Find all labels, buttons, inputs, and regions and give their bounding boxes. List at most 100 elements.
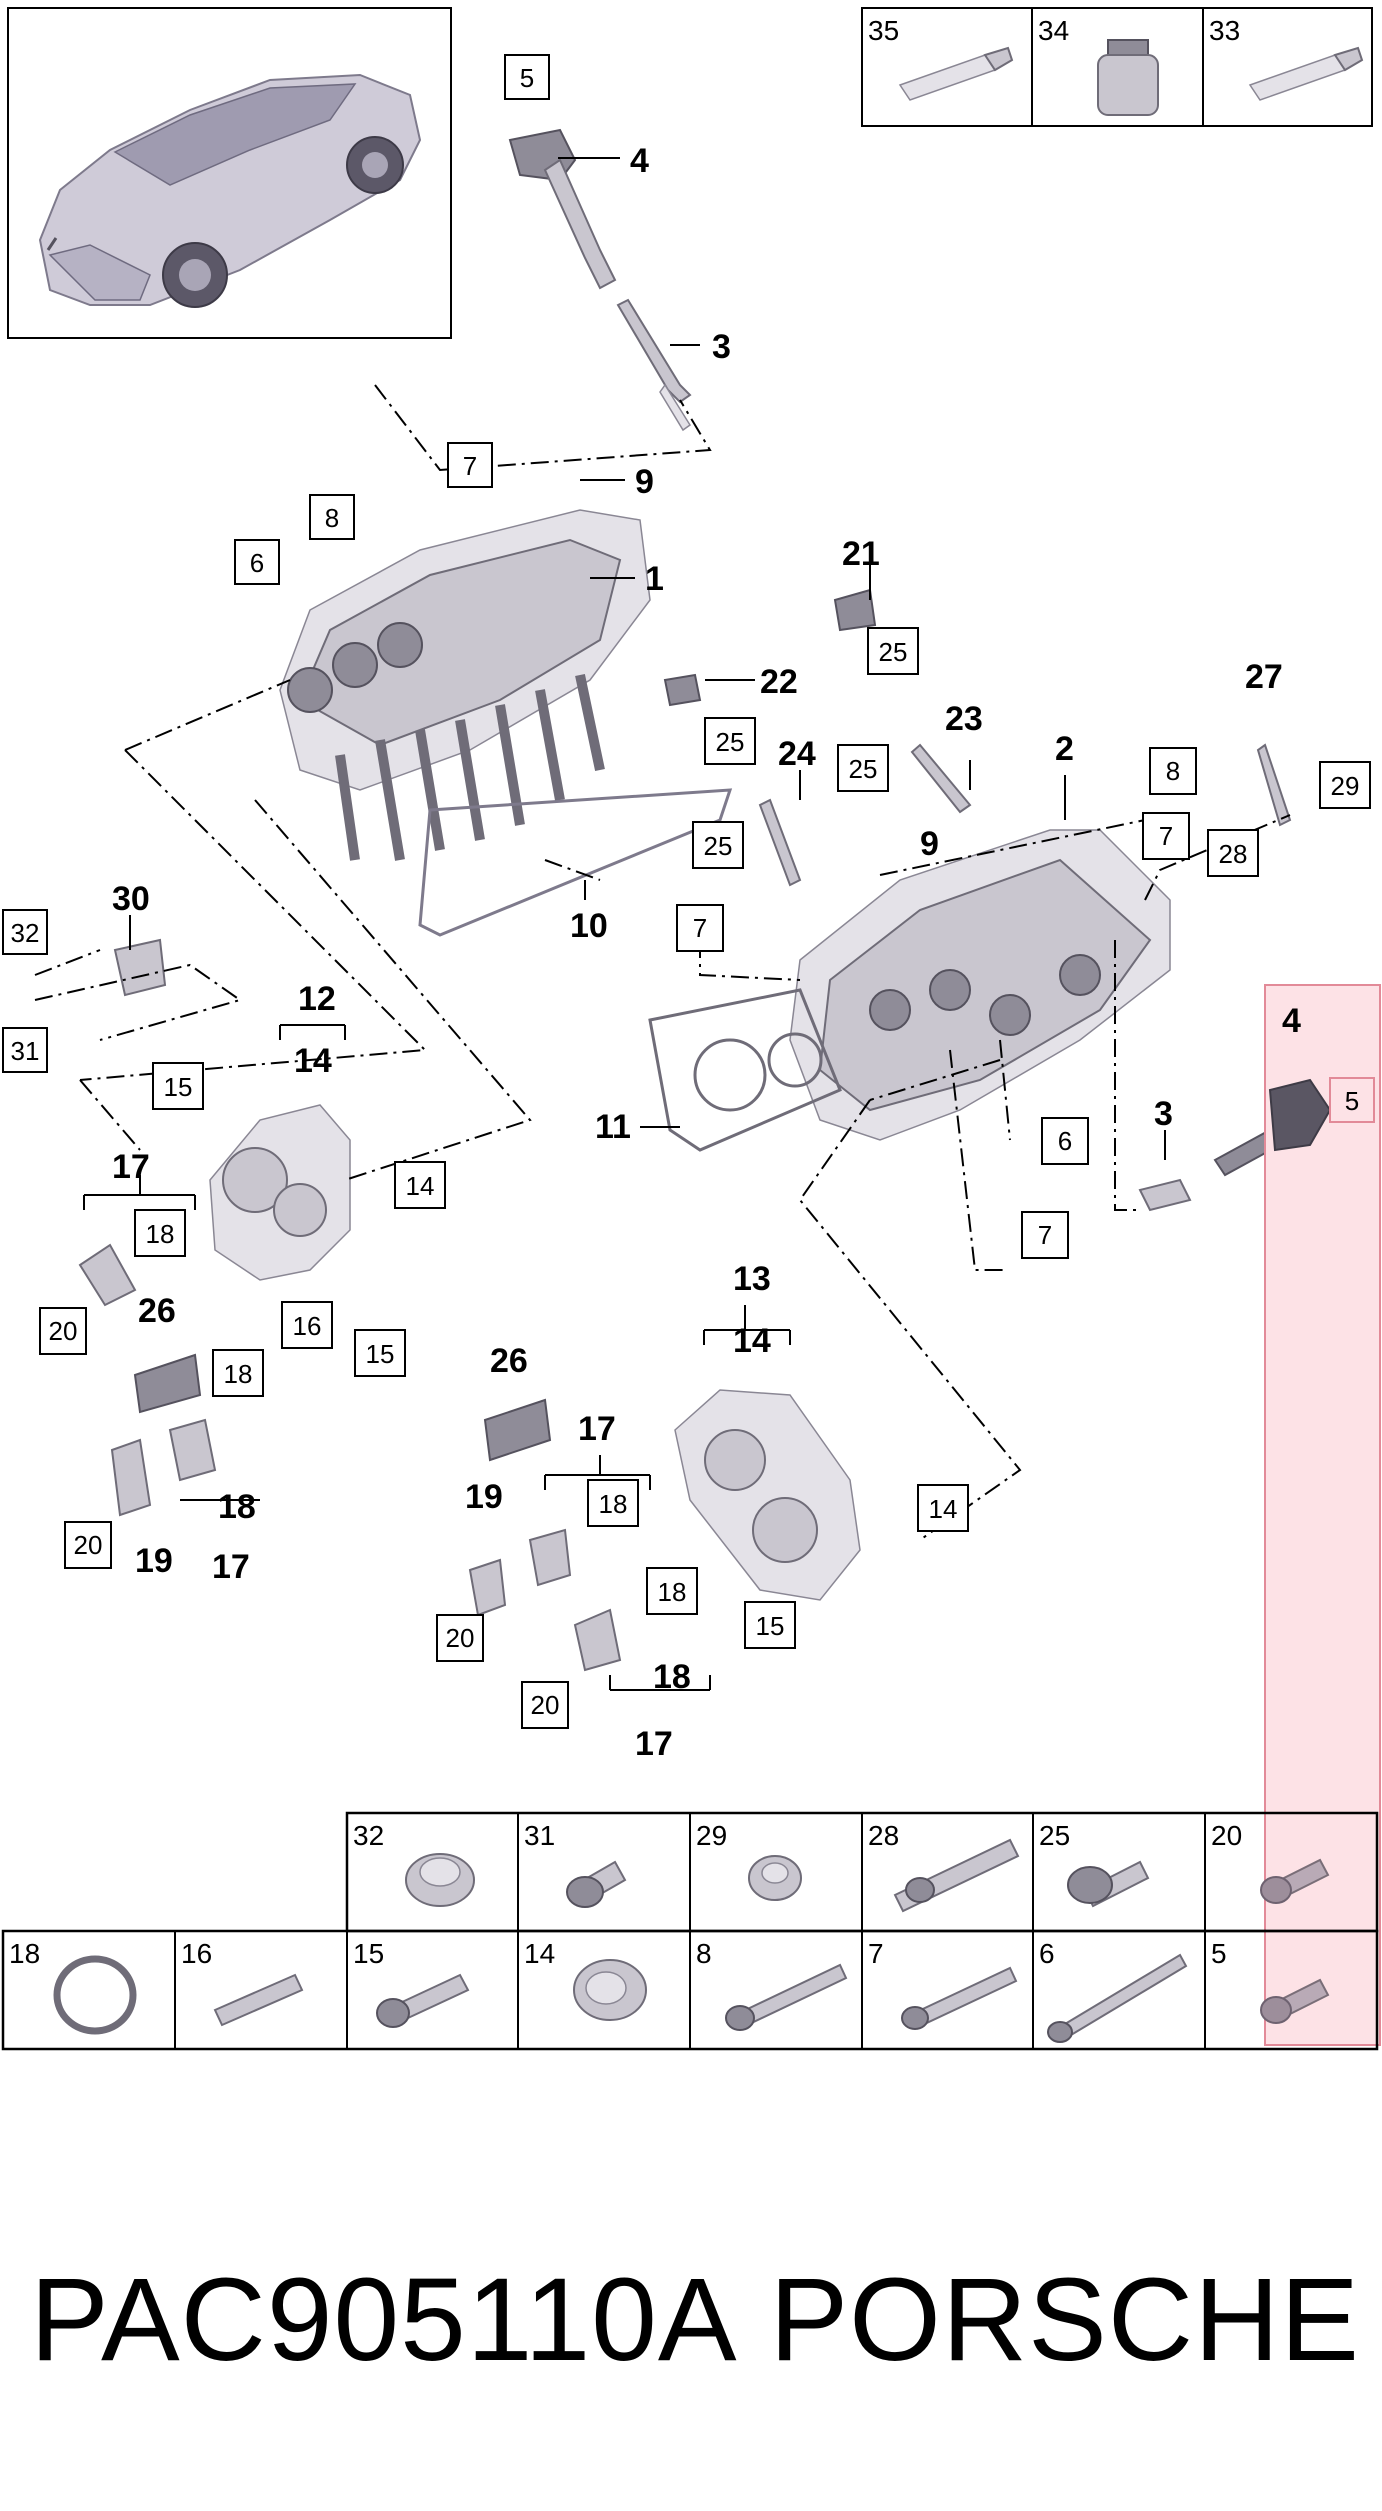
parts-table: 32 31 29 28 25 20 18 16 15 14 8 7 6 5 — [1, 1811, 1379, 2051]
callout-box-number: 15 — [164, 1072, 193, 1102]
callout-box-number: 18 — [224, 1359, 253, 1389]
part-number: 20 — [1211, 1820, 1242, 1851]
callout-box-number: 5 — [1345, 1086, 1359, 1116]
consumables-panel: 35 34 33 — [861, 7, 1373, 127]
callout-box-number: 18 — [658, 1577, 687, 1607]
callout-box-number: 6 — [250, 548, 264, 578]
seal-ring-icon — [53, 1955, 137, 2035]
callout-box-number: 28 — [1219, 839, 1248, 869]
leader-lines — [83, 157, 1166, 1691]
consumable-number: 35 — [868, 15, 899, 46]
tube-icon — [1248, 46, 1364, 101]
part-number: 31 — [524, 1820, 555, 1851]
bolt-icon — [376, 1973, 470, 2028]
callout-number: 12 — [298, 980, 336, 1018]
part-number: 14 — [524, 1938, 555, 1969]
callout-number: 11 — [595, 1108, 631, 1146]
callout-box-number: 25 — [879, 637, 908, 667]
callout-number: 4 — [630, 142, 649, 180]
ignition-coil-top — [508, 128, 692, 432]
timing-cover-left — [209, 1104, 351, 1281]
callout-box-number: 8 — [1166, 756, 1180, 786]
callout-number: 3 — [1154, 1095, 1173, 1133]
callout-box-number: 20 — [446, 1623, 475, 1653]
callout-number: 17 — [112, 1148, 150, 1186]
bolt-icon — [1260, 1858, 1330, 1904]
callout-box-number: 25 — [716, 727, 745, 757]
callout-box-number: 15 — [756, 1611, 785, 1641]
callout-number: 19 — [135, 1542, 173, 1580]
cylinder-head-2 — [789, 829, 1171, 1141]
callout-number: 9 — [920, 825, 939, 863]
callout-number: 2 — [1055, 730, 1074, 768]
boxed-callouts: 5 7 8 6 25 25 25 8 7 29 28 25 7 32 31 15 — [2, 54, 1375, 1729]
callout-number: 9 — [635, 463, 654, 501]
tube-icon — [898, 46, 1014, 101]
callout-box-number: 18 — [146, 1219, 175, 1249]
part-number: 15 — [353, 1938, 384, 1969]
part-code: PAC905110A — [30, 2254, 738, 2386]
callout-box-number: 20 — [49, 1316, 78, 1346]
part-number: 5 — [1211, 1938, 1227, 1969]
callout-box-number: 20 — [74, 1530, 103, 1560]
stud-icon — [213, 1973, 304, 2027]
callout-number: 26 — [490, 1342, 528, 1380]
callout-number: 17 — [212, 1548, 250, 1586]
part-number: 29 — [696, 1820, 727, 1851]
callout-number: 1 — [645, 560, 664, 598]
callout-number: 17 — [578, 1410, 616, 1448]
callout-box-number: 29 — [1331, 771, 1360, 801]
callout-box-number: 6 — [1058, 1126, 1072, 1156]
sleeve-icon — [573, 1959, 647, 2021]
ignition-coil-right — [1138, 1128, 1282, 1212]
vehicle-thumbnail — [7, 7, 452, 339]
callout-number: 14 — [733, 1322, 771, 1360]
callout-box-number: 16 — [293, 1311, 322, 1341]
part-number: 8 — [696, 1938, 712, 1969]
callout-number: 18 — [218, 1488, 256, 1526]
bold-callouts: 4 3 9 1 21 22 23 24 2 27 9 10 30 12 14 1… — [112, 142, 1301, 1763]
callout-number: 18 — [653, 1658, 691, 1696]
callout-number: 27 — [1245, 658, 1283, 696]
callout-box-number: 7 — [463, 451, 477, 481]
callout-box-number: 18 — [599, 1489, 628, 1519]
long-bolt-icon — [901, 1966, 1018, 2030]
brand-name: PORSCHE — [769, 2254, 1360, 2386]
part-number: 16 — [181, 1938, 212, 1969]
part-number: 25 — [1039, 1820, 1070, 1851]
callout-box-number: 7 — [693, 913, 707, 943]
callout-number: 19 — [465, 1478, 503, 1516]
callout-number: 17 — [635, 1725, 673, 1763]
part-number: 7 — [868, 1938, 884, 1969]
callout-number: 13 — [733, 1260, 771, 1298]
callout-box-number: 25 — [704, 831, 733, 861]
bottle-icon — [1097, 39, 1159, 116]
callout-number: 21 — [842, 535, 880, 573]
footer: PAC905110A PORSCHE — [30, 2255, 1360, 2385]
consumable-number: 33 — [1209, 15, 1240, 46]
callout-box-number: 14 — [929, 1494, 958, 1524]
assembly-lines — [34, 384, 1291, 1541]
callout-number: 3 — [712, 328, 731, 366]
very-long-bolt-icon — [1047, 1953, 1188, 2043]
callout-box-number: 32 — [11, 918, 40, 948]
callout-number: 30 — [112, 880, 150, 918]
torx-bolt-icon — [1067, 1860, 1150, 1908]
callout-number: 4 — [1282, 1002, 1301, 1040]
callout-number: 24 — [778, 735, 816, 773]
part-number: 28 — [868, 1820, 899, 1851]
callout-box-number: 25 — [849, 754, 878, 784]
callout-box-number: 31 — [11, 1036, 40, 1066]
bolt-icon — [1260, 1978, 1330, 2024]
callout-number: 26 — [138, 1292, 176, 1330]
callout-box-number: 20 — [531, 1690, 560, 1720]
hex-nut-icon — [748, 1855, 802, 1901]
callout-box-number: 14 — [406, 1171, 435, 1201]
long-bolt-icon — [725, 1963, 848, 2031]
callout-box-number: 15 — [366, 1339, 395, 1369]
part-number: 18 — [9, 1938, 40, 1969]
callout-box-number: 7 — [1159, 821, 1173, 851]
consumable-number: 34 — [1038, 15, 1069, 46]
small-components — [78, 588, 1292, 1672]
